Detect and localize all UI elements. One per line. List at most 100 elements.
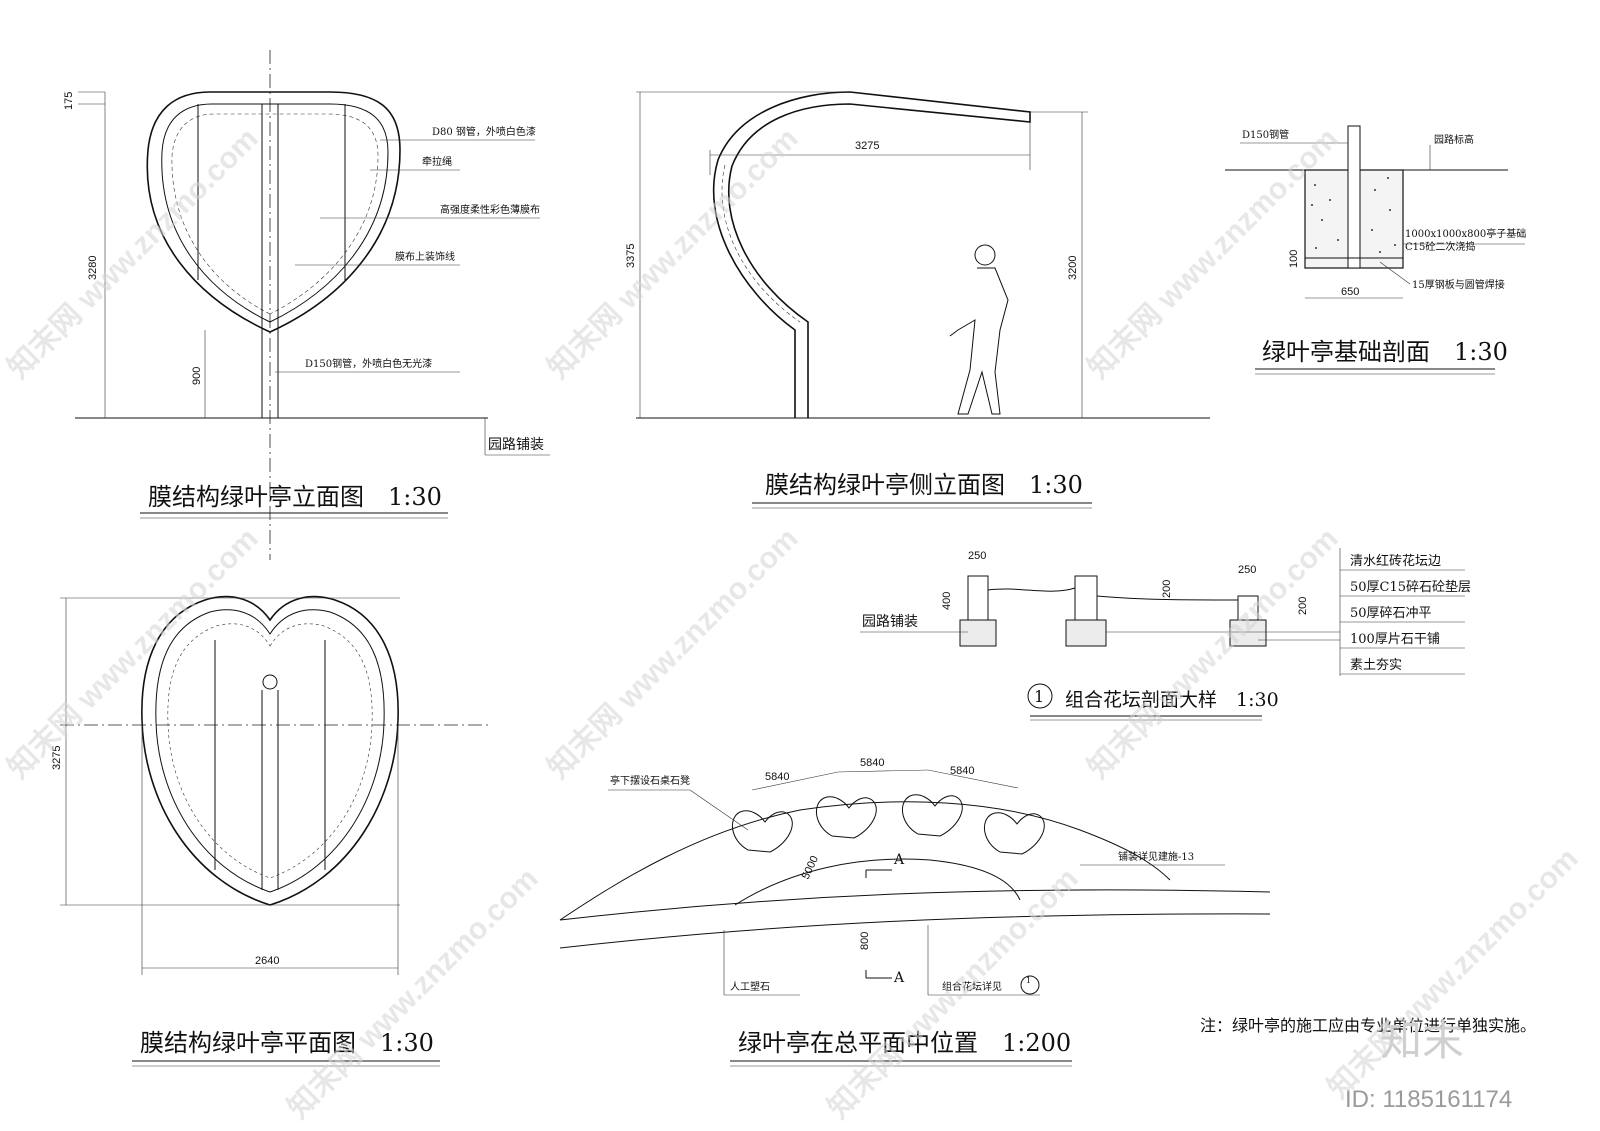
planter-hatch-area — [734, 858, 1021, 906]
leaf-frame-inner — [161, 103, 389, 323]
foundation-title: 绿叶亭基础剖面 1:30 — [1262, 338, 1508, 366]
pavilion-4 — [984, 812, 1045, 855]
planter-section: 园路铺装 250 400 200 250 200 清水红砖花坛边 50厚C15碎… — [860, 548, 1471, 721]
watermark-text: 知末网 www.znzmo.com — [1322, 842, 1585, 1105]
steel-plate — [1304, 257, 1404, 269]
soil-line — [987, 587, 1076, 592]
watermark-layer: 知末网 www.znzmo.com 知末网 www.znzmo.com 知末网 … — [2, 122, 1585, 1125]
construction-note: 注：绿叶亭的施工应由专业单位进行单独实施。 — [1200, 1016, 1536, 1035]
label-rock: 人工塑石 — [730, 981, 770, 993]
post-circle — [262, 674, 278, 690]
label-tables: 亭下摆设石桌石凳 — [610, 774, 690, 787]
label-planter-ref: 组合花坛详见 — [942, 980, 1002, 993]
label-membrane: 高强度柔性彩色薄膜布 — [440, 203, 540, 216]
plan-zigzag — [167, 623, 373, 879]
brand-logo: 知末 — [1380, 1017, 1464, 1064]
watermark-text: 知末网 www.znzmo.com — [2, 522, 265, 785]
layer-label: 100厚片石干铺 — [1350, 632, 1440, 647]
watermark-text: 知末网 www.znzmo.com — [822, 862, 1085, 1125]
road-edge — [559, 889, 1271, 921]
watermark-text: 知末网 www.znzmo.com — [282, 862, 545, 1125]
pavilion-3 — [902, 794, 963, 837]
concrete-label: C15砼二次浇捣 — [1405, 240, 1475, 253]
site-title: 绿叶亭在总平面中位置 1:200 — [738, 1029, 1071, 1057]
layer-label: 50厚碎石冲平 — [1350, 606, 1432, 621]
dim-left: 100 — [1288, 250, 1300, 268]
id-label: ID: 1185161174 — [1345, 1086, 1512, 1113]
label-d80: D80 钢管，外喷白色漆 — [432, 125, 536, 138]
dim-small: 800 — [859, 932, 871, 950]
dim-line — [837, 769, 929, 773]
dim-total: 3375 — [625, 244, 637, 268]
watermark-text: 知末网 www.znzmo.com — [2, 122, 265, 385]
brick-wall-mid — [1074, 575, 1098, 621]
dim-line — [927, 769, 1019, 789]
foundation-section: D150钢管 园路标高 1000x1000x800亭子基础 C15砼二次浇捣 1… — [1225, 125, 1526, 375]
ground-label: 园路铺装 — [488, 437, 544, 453]
dim-height: 3200 — [1067, 256, 1079, 280]
ground-label: 园路铺装 — [862, 614, 918, 630]
side-title: 膜结构绿叶亭侧立面图 1:30 — [765, 471, 1083, 499]
dim-height: 3280 — [87, 256, 99, 280]
section-mark-bottom: A — [893, 970, 905, 986]
plan-view: 3275 2640 膜结构绿叶亭平面图 1:30 — [51, 595, 490, 1067]
label-paving: 铺装详见建施-13 — [1118, 850, 1194, 863]
road-edge — [559, 913, 1271, 949]
section-mark-top: A — [893, 852, 905, 868]
footing-mid — [1065, 619, 1107, 647]
brick-wall-left — [967, 575, 989, 621]
spacing-dim: 5840 — [860, 757, 884, 769]
spacing-dim: 5840 — [950, 765, 974, 777]
layer-legend: 清水红砖花坛边 50厚C15碎石砼垫层 50厚碎石冲平 100厚片石干铺 素土夯… — [1106, 548, 1471, 676]
dim-w1: 250 — [968, 550, 986, 562]
side-elevation-view: 3275 3375 3200 膜结构绿叶亭侧立面图 1:30 — [625, 91, 1210, 509]
leader-line — [1379, 261, 1411, 285]
dim-width: 3275 — [855, 140, 879, 152]
legend-leader — [1106, 631, 1340, 641]
concrete-hatch — [1311, 177, 1396, 253]
dim-h3: 200 — [1297, 597, 1309, 615]
dim-width: 2640 — [255, 955, 279, 967]
figure-head — [974, 244, 996, 266]
pavilion-2 — [816, 796, 877, 839]
detail-ref-number: 1 — [1026, 976, 1031, 985]
steel-pipe — [1347, 125, 1361, 269]
label-decor: 膜布上装饰线 — [395, 250, 455, 263]
pipe-label: D150钢管 — [1242, 128, 1289, 141]
label-d150: D150钢管，外喷白色无光漆 — [305, 357, 432, 370]
figure-body — [949, 267, 1009, 415]
dim-base: 900 — [191, 367, 203, 385]
detail-number-circle — [1027, 683, 1053, 709]
leaf-plan-outer — [141, 595, 399, 906]
detail-number: 1 — [1034, 687, 1044, 706]
road-label: 园路标高 — [1434, 133, 1474, 146]
base-label: 1000x1000x800亭子基础 — [1405, 227, 1526, 240]
membrane-zigzag — [171, 113, 379, 315]
site-plan: 5840 5840 5840 5000 800 A A 亭下摆设石桌石凳 铺装详… — [559, 757, 1271, 1067]
layer-label: 清水红砖花坛边 — [1350, 553, 1441, 569]
leaf-frame-outer — [146, 91, 401, 333]
side-frame — [712, 91, 1031, 418]
planter-title: 组合花坛剖面大样 1:30 — [1065, 689, 1279, 711]
dim-w2: 250 — [1238, 564, 1256, 576]
side-truss — [721, 164, 801, 323]
dim-width: 650 — [1341, 286, 1359, 298]
dim-line — [751, 771, 839, 791]
soil-line — [1096, 595, 1239, 601]
dim-h2: 200 — [1161, 580, 1173, 598]
layer-label: 50厚C15碎石砼垫层 — [1350, 579, 1471, 595]
plan-title: 膜结构绿叶亭平面图 1:30 — [140, 1029, 434, 1057]
plate-label: 15厚钢板与圆管焊接 — [1412, 278, 1505, 291]
label-rope: 牵拉绳 — [422, 155, 452, 168]
dim-h1: 400 — [941, 592, 953, 610]
footing-left — [959, 619, 997, 647]
leaf-plan-inner — [155, 609, 385, 893]
watermark-text: 知末网 www.znzmo.com — [542, 122, 805, 385]
paved-area-outline — [559, 801, 1171, 921]
dim-top: 175 — [63, 92, 75, 110]
watermark-text: 知末网 www.znzmo.com — [542, 522, 805, 785]
elevation-view: 175 3280 900 D80 钢管，外喷白色漆 牵拉绳 高强度柔性彩色薄膜布… — [63, 50, 550, 560]
dim-height: 3275 — [51, 746, 63, 770]
spacing-dim: 5840 — [765, 771, 789, 783]
